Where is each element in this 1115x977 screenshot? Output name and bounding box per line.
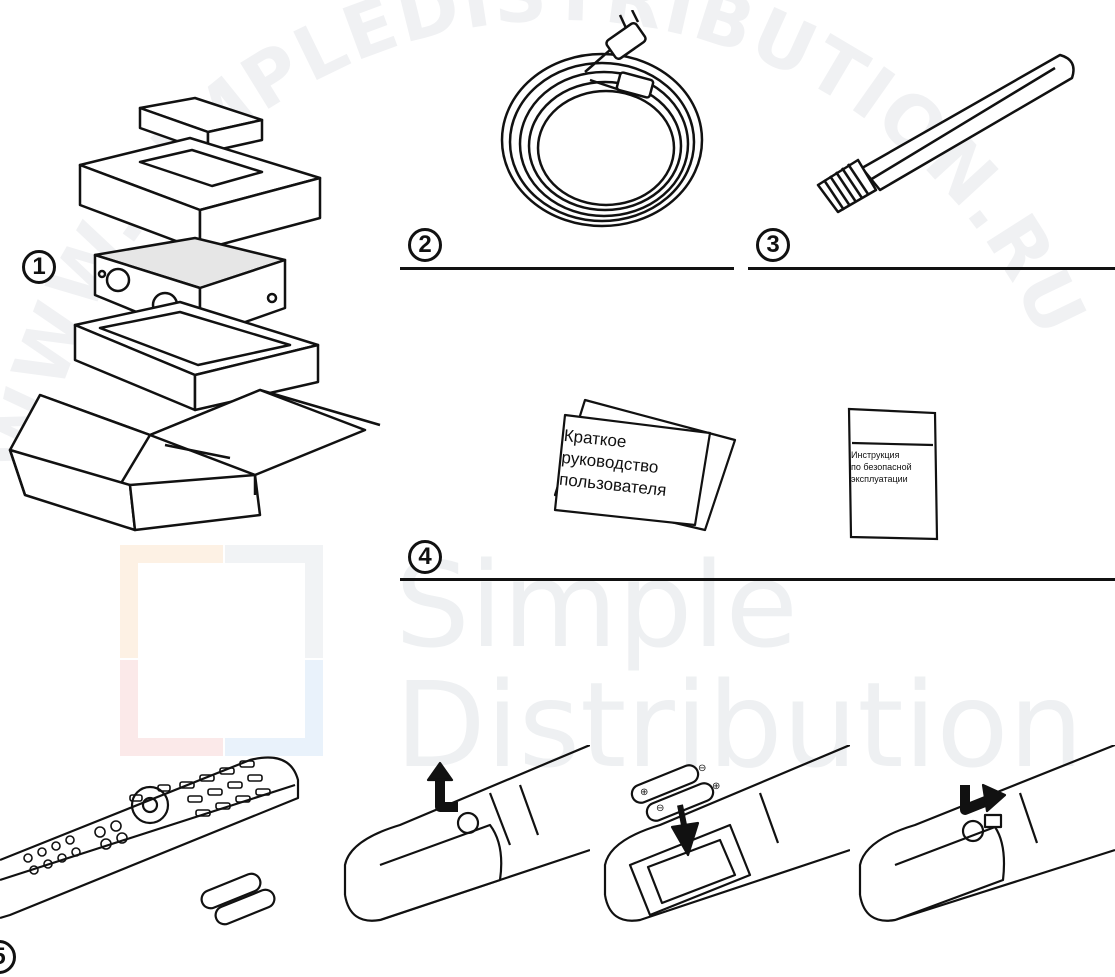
svg-text:⊕: ⊕ xyxy=(640,787,648,798)
item-safety-booklet-illustration: Инструкция по безопасной эксплуатации xyxy=(845,405,940,545)
svg-text:⊕: ⊕ xyxy=(712,781,720,792)
item-power-cord-illustration xyxy=(490,10,710,235)
divider-item-3 xyxy=(748,267,1115,270)
remote-step-insert-batteries: ⊕ ⊖ ⊖ ⊕ xyxy=(600,745,850,945)
remote-step-close-cover xyxy=(855,745,1115,945)
remote-step-open-cover xyxy=(340,745,590,945)
item-marker-2: 2 xyxy=(408,228,442,262)
item-marker-4: 4 xyxy=(408,540,442,574)
item-packaging-illustration xyxy=(0,90,400,550)
item-antenna-illustration xyxy=(810,40,1090,230)
safety-booklet-line-2: по безопасной xyxy=(851,462,912,472)
divider-item-4 xyxy=(400,578,1115,581)
item-marker-1: 1 xyxy=(22,250,56,284)
svg-text:⊖: ⊖ xyxy=(656,803,664,814)
divider-item-2 xyxy=(400,267,734,270)
watermark-logo xyxy=(120,545,323,756)
item-remote-illustration xyxy=(0,740,310,940)
safety-booklet-line-3: эксплуатации xyxy=(851,474,908,484)
safety-booklet-card-text: Инструкция по безопасной эксплуатации xyxy=(851,449,939,485)
svg-text:⊖: ⊖ xyxy=(698,763,706,774)
item-marker-3: 3 xyxy=(756,228,790,262)
safety-booklet-line-1: Инструкция xyxy=(851,450,900,460)
item-quick-guide-illustration: Краткое руководство пользователя xyxy=(545,395,750,540)
